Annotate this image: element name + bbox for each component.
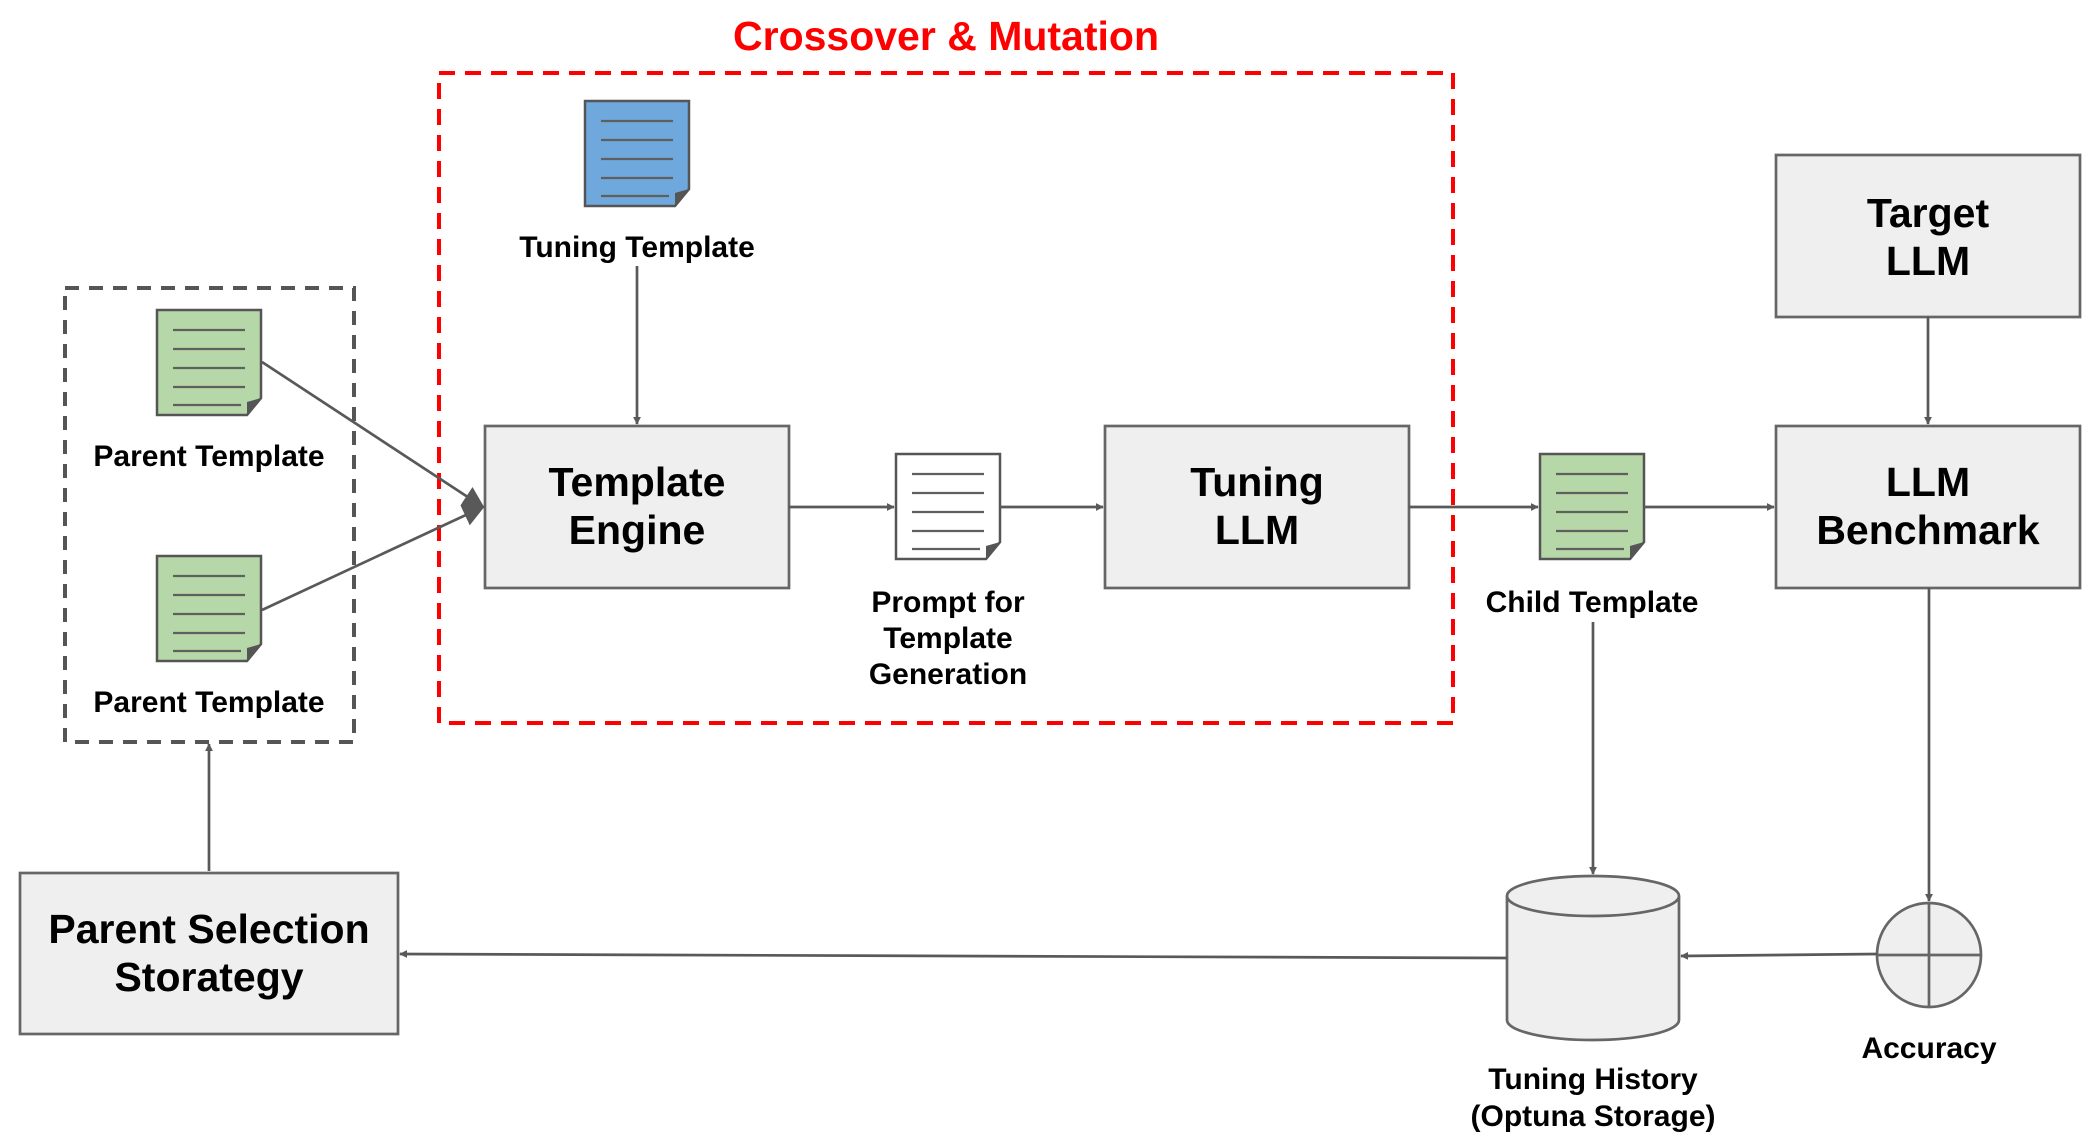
target-llm-box: Target LLM xyxy=(1774,153,2082,319)
summing-junction-icon xyxy=(1875,901,1983,1009)
accuracy-label: Accuracy xyxy=(1861,1032,1996,1065)
tuning-history-label-line-1: Tuning History xyxy=(1488,1063,1698,1096)
crossover-mutation-group xyxy=(437,71,1455,725)
document-icon-green xyxy=(155,554,263,663)
arrow-history-to-parent-selection xyxy=(399,950,1508,960)
template-engine-label-line-2: Engine xyxy=(569,507,706,553)
child-template-doc xyxy=(1538,452,1646,561)
parent-template-doc-2 xyxy=(155,554,263,663)
template-engine-box: Template Engine xyxy=(483,424,791,590)
parent-selection-label-line-1: Parent Selection xyxy=(48,906,369,952)
prompt-label-line-2: Template xyxy=(883,622,1012,655)
llm-benchmark-label-line-1: LLM xyxy=(1886,459,1970,505)
tuning-template-doc xyxy=(583,99,691,208)
parent-selection-label-line-2: Storategy xyxy=(114,954,303,1000)
document-icon-white xyxy=(894,452,1002,561)
llm-benchmark-box: LLM Benchmark xyxy=(1774,424,2082,590)
template-engine-label-line-1: Template xyxy=(549,459,726,505)
arrow-accuracy-to-history xyxy=(1680,951,1878,960)
document-icon-blue xyxy=(583,99,691,208)
tuning-llm-box: Tuning LLM xyxy=(1103,424,1411,590)
parent-template-doc-1 xyxy=(155,308,263,417)
arrow-parent1-to-engine xyxy=(261,360,485,509)
tuning-template-label: Tuning Template xyxy=(519,231,755,264)
parent-templates-group xyxy=(63,286,356,744)
tuning-history-label-line-2: (Optuna Storage) xyxy=(1471,1100,1716,1133)
prompt-doc xyxy=(894,452,1002,561)
child-template-label: Child Template xyxy=(1486,586,1699,619)
parent-selection-box: Parent Selection Storategy xyxy=(18,871,400,1036)
crossover-mutation-title: Crossover & Mutation xyxy=(733,13,1159,59)
database-icon xyxy=(1505,874,1681,1042)
document-icon-green xyxy=(1538,452,1646,561)
llm-benchmark-label-line-2: Benchmark xyxy=(1816,507,2040,553)
tuning-llm-label-line-2: LLM xyxy=(1215,507,1299,553)
target-llm-label-line-2: LLM xyxy=(1886,238,1970,284)
document-icon-green xyxy=(155,308,263,417)
tuning-llm-label-line-1: Tuning xyxy=(1190,459,1324,505)
parent-template-label-1: Parent Template xyxy=(93,440,324,473)
parent-template-label-2: Parent Template xyxy=(93,686,324,719)
arrow-parent2-to-engine xyxy=(261,505,485,612)
prompt-label-line-1: Prompt for xyxy=(871,586,1025,619)
prompt-label-line-3: Generation xyxy=(869,658,1027,691)
target-llm-label-line-1: Target xyxy=(1867,190,1990,236)
